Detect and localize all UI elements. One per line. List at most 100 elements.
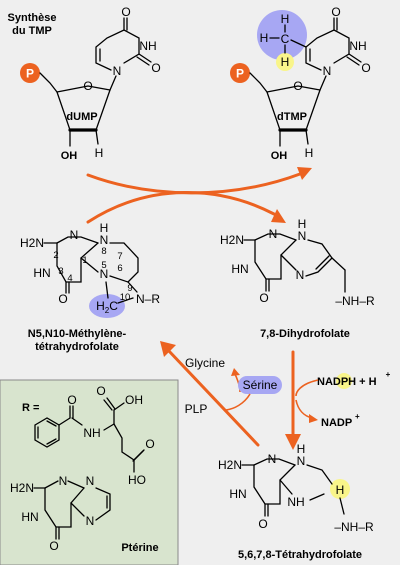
nadph-plus: + — [386, 370, 391, 379]
pos-10: 10 — [120, 292, 131, 303]
title-line-2: du TMP — [12, 25, 52, 37]
pos-7: 7 — [117, 251, 122, 262]
pos-2: 2 — [53, 250, 58, 261]
amide-o: O — [67, 393, 76, 407]
dtmp-molecule: H H C H P O OH H dTMP N NH O O — [230, 5, 371, 162]
n8-pterine: N — [86, 474, 95, 488]
n8-dhf: N — [298, 229, 307, 243]
pos-8: 8 — [101, 246, 106, 257]
dump-label: dUMP — [66, 111, 97, 123]
sugar-oh-dump: OH — [61, 150, 78, 162]
o4-methylene: O — [58, 292, 67, 306]
pos-9: 9 — [127, 283, 132, 294]
arrow-dump-to-dtmp — [86, 172, 302, 195]
methylene-thf-label-1: N5,N10-Méthylène- — [28, 328, 127, 340]
pos-6: 6 — [117, 263, 122, 274]
h-n8-thf: H — [297, 442, 306, 456]
nadp-plus-sign: + — [355, 412, 360, 421]
pterine-structure: H2N N N HN N O Ptérine — [10, 474, 159, 554]
arrowhead-thf — [285, 434, 301, 450]
arrowhead-glycine — [231, 368, 240, 376]
h-n8-methylene: H — [100, 221, 109, 235]
nadph-label: NADPH + H — [317, 376, 377, 388]
glycine-label: Glycine — [185, 356, 225, 370]
nadph-h-highlight — [336, 373, 352, 389]
n1-dtmp: N — [323, 64, 332, 78]
arrowhead-dtmp — [297, 167, 312, 180]
nadp-label: NADP — [321, 417, 352, 429]
arrow-serine-branch — [225, 393, 251, 411]
serine-label: Sérine — [243, 378, 278, 392]
h6-thf: H — [336, 483, 345, 497]
sugar-oxygen-dump: O — [83, 79, 92, 93]
nh5-thf: NH — [287, 495, 304, 509]
h2n-thf: H2N — [218, 458, 242, 472]
n-top-methylene: N — [70, 228, 79, 242]
n5-methylene: N — [100, 267, 109, 281]
o2-dump: O — [151, 61, 160, 75]
thf-molecule: H2N N H N HN NH O H –NH–R 5,6,7,8-Tétrah… — [218, 442, 374, 561]
h-highlight-dtmp — [276, 53, 294, 71]
pos-5: 5 — [101, 260, 106, 271]
methylene-thf-molecule: H2N N H N HN N O H2C N–R 1 2 3 4 5 6 7 8… — [20, 221, 160, 353]
hn3-thf: HN — [229, 487, 246, 501]
n1-pterine: N — [59, 474, 68, 488]
h-highlight-thf — [330, 479, 350, 499]
h2n-pterine: H2N — [10, 481, 34, 495]
phosphate-circle-dump — [20, 63, 40, 83]
acid2-o: O — [145, 437, 154, 451]
h2n-dhf: H2N — [220, 233, 244, 247]
hn3-pterine: HN — [21, 510, 38, 524]
dump-molecule: P O OH H dUMP N NH O O — [20, 5, 161, 162]
n8-thf: N — [297, 454, 306, 468]
n5-pterine: N — [86, 514, 95, 528]
sugar-h-dtmp: H — [305, 146, 314, 160]
pos-1: 1 — [82, 255, 87, 266]
o4-pterine: O — [49, 539, 58, 553]
acid1-o: O — [96, 384, 105, 398]
phosphate-label-dtmp: P — [236, 67, 244, 81]
o4-dtmp: O — [331, 5, 340, 19]
plp-label: PLP — [185, 402, 208, 416]
o4-dhf: O — [259, 291, 268, 305]
h2c-methylene: H2C — [96, 299, 118, 315]
r-definition-label: R = — [22, 402, 39, 414]
phosphate-circle-dtmp — [230, 63, 250, 83]
methyl-c: C — [281, 32, 290, 46]
o4-dump: O — [121, 5, 130, 19]
sugar-oxygen-dtmp: O — [293, 79, 302, 93]
methylene-highlight — [89, 294, 125, 318]
n5-dhf: N — [296, 268, 305, 282]
methyl-h-left: H — [260, 31, 269, 45]
arrow-nadph-in — [295, 379, 319, 397]
pos-3: 3 — [58, 266, 63, 277]
sugar-oh-dtmp: OH — [271, 150, 288, 162]
n1-dump: N — [113, 64, 122, 78]
o2-dtmp: O — [361, 61, 370, 75]
nhr-dhf: –NH–R — [335, 294, 375, 308]
amide-nh: NH — [83, 426, 100, 440]
arrowhead-nadp — [309, 414, 318, 423]
methylene-thf-label-2: tétrahydrofolate — [35, 341, 119, 353]
title-line-1: Synthèse — [8, 12, 57, 24]
o4-thf: O — [258, 517, 267, 531]
hn3-dhf: HN — [231, 262, 248, 276]
methyl-h-top: H — [281, 12, 290, 26]
h-n8-dhf: H — [298, 217, 307, 231]
phosphate-label-dump: P — [26, 67, 34, 81]
nhr-thf: –NH–R — [334, 520, 374, 534]
sugar-h-dump: H — [95, 146, 104, 160]
dhf-label: 7,8-Dihydrofolate — [260, 328, 350, 340]
methyl-h-bottom: H — [281, 55, 290, 69]
methyl-highlight — [257, 10, 307, 60]
dtmp-label: dTMP — [277, 111, 307, 123]
arrowhead-dhf — [271, 209, 286, 223]
n10-methylene: N–R — [136, 292, 160, 306]
nh-dump: NH — [139, 39, 156, 53]
thf-label: 5,6,7,8-Tétrahydrofolate — [238, 549, 362, 561]
r-group-structure: O NH O OH O HO — [34, 384, 155, 487]
acid1-oh: OH — [125, 393, 143, 407]
n8-methylene: N — [100, 233, 109, 247]
